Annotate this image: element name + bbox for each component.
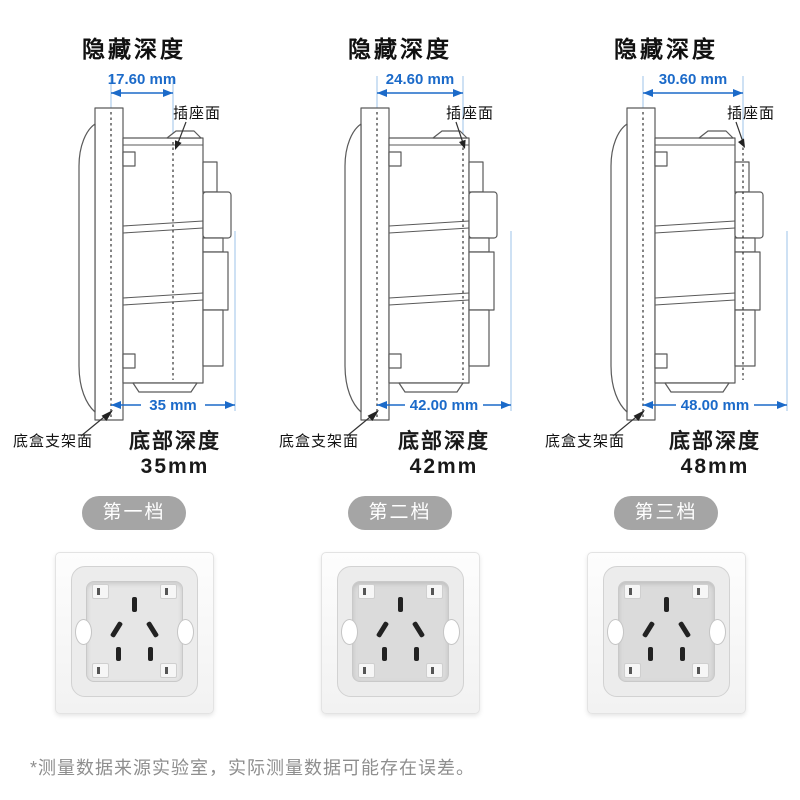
- bracket-face-label: 底盒支架面: [13, 433, 93, 450]
- corner-clip: [91, 584, 109, 599]
- hidden-depth-value: 17.60 mm: [108, 71, 176, 88]
- screw-hole-right: [708, 619, 726, 645]
- tier-badge: 第二档: [348, 496, 452, 530]
- bracket-face-label: 底盒支架面: [279, 433, 359, 450]
- bottom-depth-title: 底部深度: [398, 429, 490, 453]
- socket-cross-section: [344, 107, 498, 421]
- pin-slot: [647, 647, 653, 661]
- hidden-depth-title: 隐藏深度: [614, 36, 718, 62]
- screw-hole-right: [442, 619, 460, 645]
- bottom-depth-title: 底部深度: [669, 429, 761, 453]
- screw-hole-left: [340, 619, 358, 645]
- corner-clip: [425, 663, 443, 678]
- depth-column-tier2: 隐藏深度: [267, 26, 533, 714]
- corner-clip: [357, 584, 375, 599]
- hidden-depth-value: 30.60 mm: [659, 71, 727, 88]
- pin-slot: [381, 647, 387, 661]
- bottom-dim-value: 48.00 mm: [681, 397, 749, 414]
- socket-cross-section: [610, 107, 764, 421]
- hidden-depth-value: 24.60 mm: [386, 71, 454, 88]
- bottom-depth-dimension-arrow: [643, 401, 787, 409]
- socket-face-label: 插座面: [446, 105, 494, 122]
- bottom-depth-dimension-arrow: [377, 401, 511, 409]
- socket-rear-photo: [586, 552, 746, 714]
- socket-face-callout-arrow: [455, 121, 466, 149]
- pin-slot: [397, 597, 403, 612]
- corner-clip: [623, 584, 641, 599]
- corner-clip: [159, 584, 177, 599]
- corner-clip: [159, 663, 177, 678]
- corner-clip: [357, 663, 375, 678]
- corner-clip: [623, 663, 641, 678]
- bottom-depth-value: 35mm: [141, 455, 210, 478]
- socket-side-view-diagram: 17.60 mm 35 mm 插座面 底盒支架面 底部深度 35mm: [13, 71, 236, 478]
- tier-badge: 第三档: [614, 496, 718, 530]
- socket-face-label: 插座面: [173, 105, 221, 122]
- socket-face-callout-arrow: [735, 121, 745, 148]
- hidden-depth-title: 隐藏深度: [82, 36, 186, 62]
- footnote: *测量数据来源实验室，实际测量数据可能存在误差。: [30, 758, 476, 778]
- socket-side-view-diagram: 24.60 mm 42.00 mm 插座面 底盒支架面 底部深度 42mm: [279, 71, 512, 478]
- tier-badge: 第一档: [82, 496, 186, 530]
- screw-hole-left: [74, 619, 92, 645]
- corner-clip: [91, 663, 109, 678]
- bottom-depth-value: 42mm: [410, 455, 479, 478]
- corner-clip: [425, 584, 443, 599]
- pin-slot: [413, 647, 419, 661]
- corner-clip: [691, 584, 709, 599]
- corner-clip: [691, 663, 709, 678]
- bottom-dim-value: 42.00 mm: [410, 397, 478, 414]
- pin-slot: [115, 647, 121, 661]
- hidden-depth-dimension-arrow: [643, 89, 743, 97]
- bracket-face-callout-arrow: [80, 410, 113, 437]
- depth-comparison-panel: 隐藏深度: [1, 26, 799, 714]
- bottom-depth-value: 48mm: [681, 455, 750, 478]
- socket-side-view-diagram: 30.60 mm 48.00 mm 插座面 底盒支架面 底部深度 48mm: [545, 71, 788, 478]
- depth-column-tier3: 隐藏深度: [533, 26, 799, 714]
- bottom-depth-dimension-arrow: [111, 401, 235, 409]
- hidden-depth-dimension-arrow: [377, 89, 463, 97]
- bracket-face-callout-arrow: [346, 410, 379, 437]
- socket-rear-photo: [320, 552, 480, 714]
- pin-slot: [679, 647, 685, 661]
- screw-hole-right: [176, 619, 194, 645]
- bracket-face-label: 底盒支架面: [545, 433, 625, 450]
- socket-face-callout-arrow: [175, 121, 187, 150]
- depth-column-tier1: 隐藏深度: [1, 26, 267, 714]
- socket-cross-section: [78, 107, 232, 421]
- hidden-depth-dimension-arrow: [111, 89, 173, 97]
- socket-rear-photo: [54, 552, 214, 714]
- bottom-dim-value: 35 mm: [149, 397, 197, 414]
- bracket-face-callout-arrow: [612, 410, 645, 437]
- hidden-depth-title: 隐藏深度: [348, 36, 452, 62]
- socket-face-label: 插座面: [727, 105, 775, 122]
- pin-slot: [663, 597, 669, 612]
- pin-slot: [131, 597, 137, 612]
- bottom-depth-title: 底部深度: [129, 429, 221, 453]
- pin-slot: [147, 647, 153, 661]
- screw-hole-left: [606, 619, 624, 645]
